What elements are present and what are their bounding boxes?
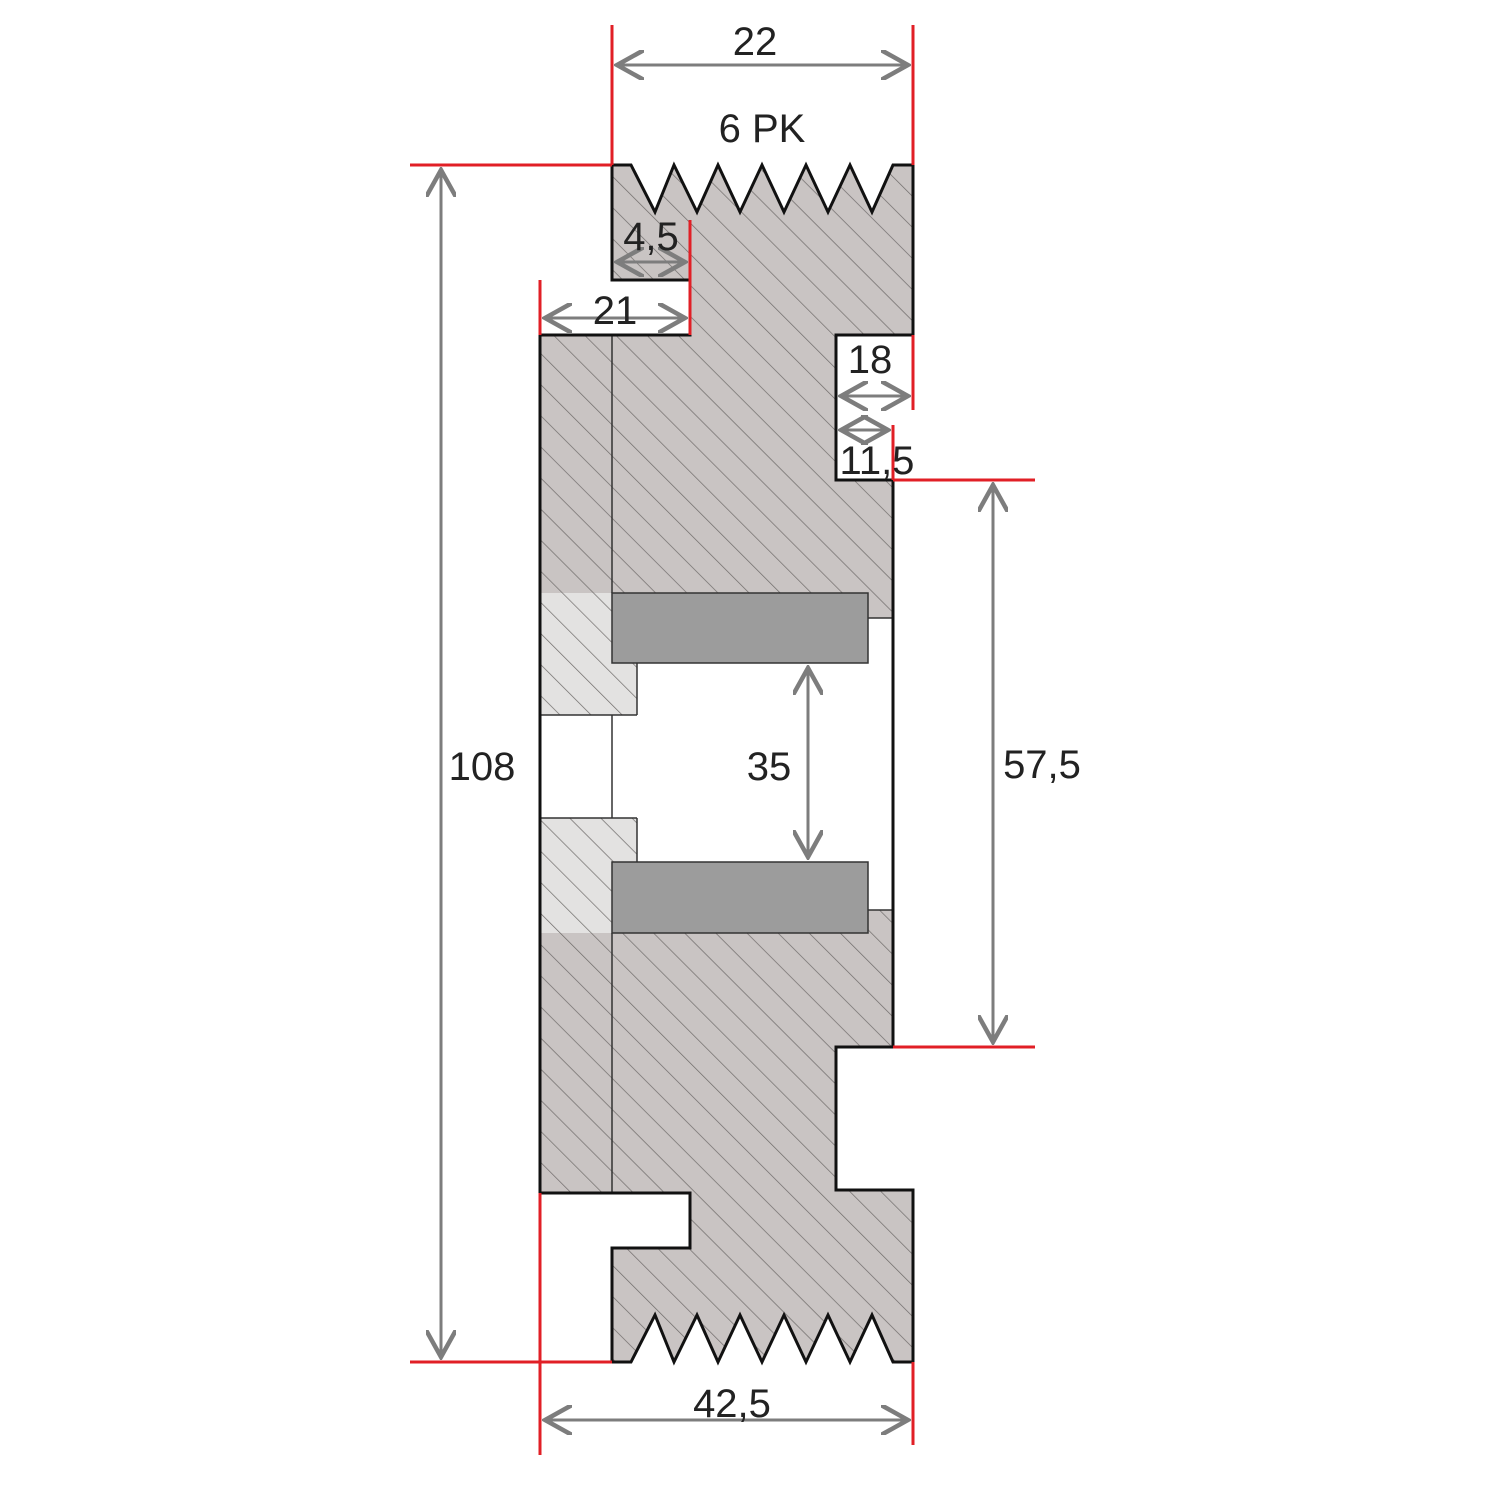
label-bore: 35 xyxy=(747,745,792,789)
label-groove-width: 22 xyxy=(733,20,778,64)
label-belt-profile: 6 PK xyxy=(719,107,806,151)
label-hub-step: 21 xyxy=(593,289,638,333)
hub-edge-strip xyxy=(540,335,612,1193)
pulley-body-upper xyxy=(612,165,913,618)
label-rear-recess: 11,5 xyxy=(840,439,915,483)
extension-lines xyxy=(410,25,1035,1455)
dimension-arrows xyxy=(441,65,993,1420)
dimension-labels: 22 6 PK 4,5 21 18 11,5 108 35 57,5 42,5 xyxy=(449,20,1081,1426)
label-overall-diameter: 108 xyxy=(449,745,516,789)
label-hub-diameter: 57,5 xyxy=(1003,743,1081,787)
rubber-rings xyxy=(611,592,869,934)
rubber-ring-lower xyxy=(611,861,869,934)
internal-lines xyxy=(540,335,893,1193)
rubber-ring-upper xyxy=(611,592,869,664)
label-overall-width: 42,5 xyxy=(693,1382,771,1426)
pulley-body-lower xyxy=(612,910,913,1362)
label-rear-step: 18 xyxy=(848,338,893,382)
label-groove-offset: 4,5 xyxy=(623,215,679,259)
